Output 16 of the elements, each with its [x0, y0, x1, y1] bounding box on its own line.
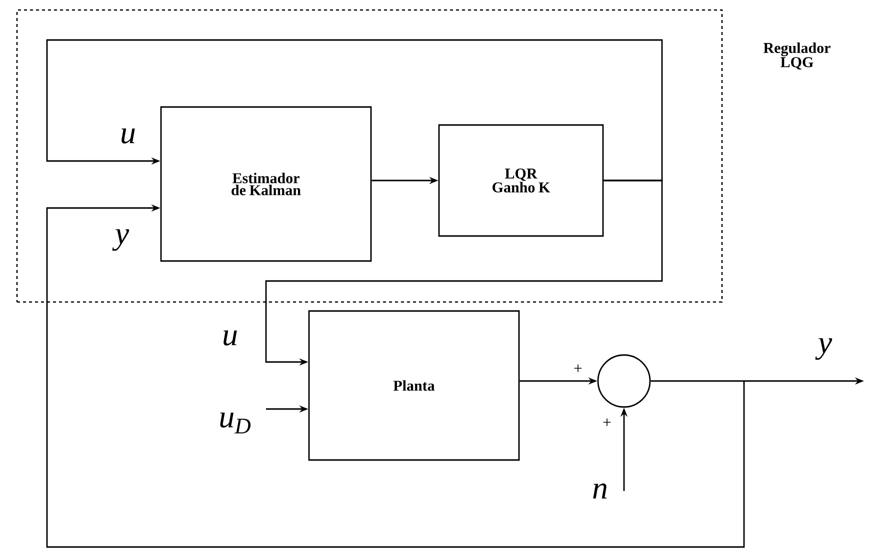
- signal-label: u: [224, 330, 237, 346]
- signal-label: u$_{D}$: [220, 412, 250, 434]
- summing-junction: [597, 354, 651, 408]
- sign-label: +: [603, 418, 611, 426]
- signal-label: n: [593, 483, 607, 499]
- arrow: [46, 39, 663, 182]
- plant-box: Planta: [308, 310, 520, 461]
- signal-label: y: [815, 338, 832, 360]
- estimator-box: Estimador de Kalman: [160, 106, 372, 262]
- arrow: [46, 204, 745, 548]
- sign-label: +: [574, 364, 582, 372]
- connector-line: [650, 380, 744, 382]
- node-label: Regulador LQG: [764, 42, 830, 70]
- lqr-box: LQR Ganho K: [438, 124, 604, 237]
- signal-label: y: [112, 229, 130, 251]
- signal-label: u: [122, 128, 135, 144]
